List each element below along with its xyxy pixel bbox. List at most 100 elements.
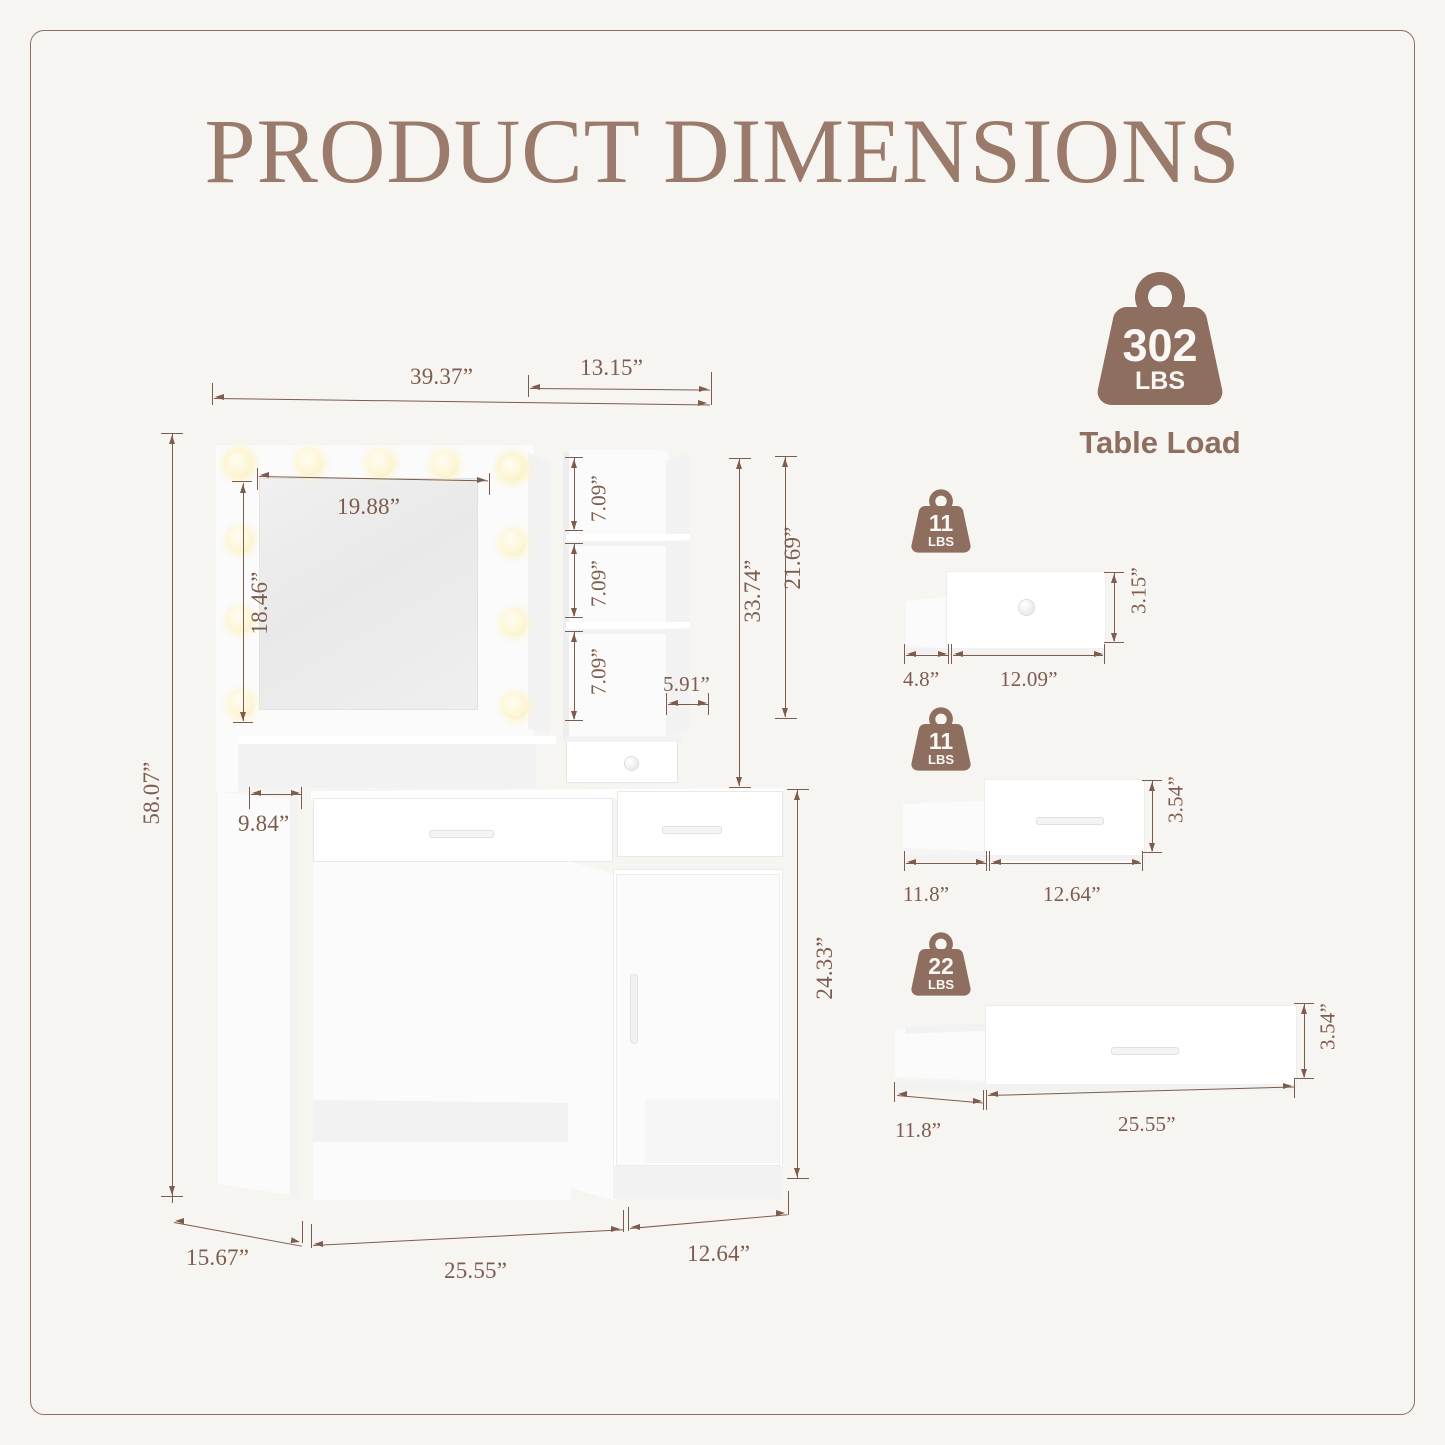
small-drawer-weight-unit: LBS xyxy=(928,534,954,549)
dim-small-drawer-height-tick-top xyxy=(1104,572,1124,573)
dim-shelf-3-tick-top xyxy=(565,631,583,632)
dim-large-drawer-height-tick-bottom xyxy=(1294,1078,1314,1079)
shelf-board-2 xyxy=(566,622,690,631)
dim-top-total-rule xyxy=(213,398,710,406)
dim-side-drawer-depth-arrow-left xyxy=(907,859,916,865)
dim-base-left-tick-left xyxy=(172,1181,173,1203)
dim-large-drawer-depth-arrow-right xyxy=(973,1098,982,1104)
led-bulb-right-3 xyxy=(502,611,527,636)
dim-desk-height-rule xyxy=(797,790,798,1178)
dim-side-panel-tick-left xyxy=(249,787,250,809)
dim-mirror-panel-tick-bottom xyxy=(775,718,797,719)
mirror-glass xyxy=(259,478,478,710)
dim-mirror-height-tick-bottom xyxy=(233,722,253,723)
dim-side-panel-thickness: 9.84” xyxy=(238,811,290,836)
dim-hutch-height-arrow-up xyxy=(736,460,742,469)
dim-base-center-rule xyxy=(312,1229,624,1246)
dim-mirror-height-tick-top xyxy=(232,481,252,482)
dim-large-drawer-height-rule xyxy=(1304,1004,1305,1077)
dim-small-drawer-width-rule xyxy=(953,655,1103,656)
dim-small-drawer-depth-tick-right xyxy=(948,644,949,664)
hutch-small-drawer-knob[interactable] xyxy=(625,757,638,770)
large-drawer-weight-block: 22 LBS xyxy=(903,930,979,997)
shelf-tower-back xyxy=(566,450,670,738)
dim-mirror-width-arrow-left xyxy=(260,472,269,478)
dim-top-right-arrow-right xyxy=(699,386,708,392)
dim-shelf-1-arrow-down xyxy=(571,521,577,530)
cabinet-door-handle[interactable] xyxy=(631,975,637,1043)
small-drawer-side-wall xyxy=(906,597,948,649)
dim-mirror-height-rule xyxy=(243,483,244,721)
dim-top-total-width: 39.37” xyxy=(410,364,474,389)
dim-shelf-2-tick-bottom xyxy=(565,617,583,618)
dim-overall-height: 58.07” xyxy=(139,761,164,825)
table-load-caption: Table Load xyxy=(1079,425,1241,460)
dim-mirror-height: 18.46” xyxy=(247,571,272,635)
dim-large-drawer-width: 25.55” xyxy=(1118,1112,1176,1136)
dim-mirror-panel-arrow-down xyxy=(782,708,788,717)
dim-mirror-panel-rule xyxy=(785,457,786,717)
dim-base-left-tick-right xyxy=(302,1221,303,1243)
dim-side-panel-tick-right xyxy=(301,787,302,809)
desk-drawer-large-handle[interactable] xyxy=(430,831,493,837)
side-drawer-bottom-edge xyxy=(903,855,1145,861)
desk-stretcher-bar xyxy=(313,1100,571,1148)
shelf-tower-side-wall xyxy=(666,452,690,738)
dim-side-drawer-depth-rule xyxy=(906,863,986,864)
led-bulb-right-2 xyxy=(501,531,526,556)
led-bulb-right-1 xyxy=(500,456,525,481)
dim-hutch-height: 33.74” xyxy=(740,559,765,623)
dim-small-drawer-depth: 4.8” xyxy=(903,667,940,691)
dim-hutch-height-arrow-down xyxy=(736,777,742,786)
dim-overall-height-arrow-up xyxy=(169,435,175,444)
dim-shelf-slot-3: 7.09” xyxy=(586,647,611,696)
dim-mirror-panel-height: 21.69” xyxy=(780,526,805,590)
led-bulb-top-3 xyxy=(368,451,394,477)
dim-small-drawer-depth-arrow-left xyxy=(907,651,916,657)
shelf-board-2-front xyxy=(566,629,670,634)
dim-mirror-panel-tick-top xyxy=(775,456,797,457)
table-load-block: 302 LBS Table Load xyxy=(1079,270,1241,460)
dim-mirror-height-arrow-down xyxy=(240,712,246,721)
dim-shelf-depth-arrow-left xyxy=(669,700,678,706)
led-bulb-right-4 xyxy=(503,694,528,719)
dim-small-drawer-width-tick-right xyxy=(1104,644,1105,664)
dim-large-drawer-depth-rule xyxy=(896,1095,983,1104)
dim-desk-height-tick-top xyxy=(787,789,809,790)
dim-shelf-depth-rule xyxy=(668,704,708,705)
large-drawer-handle[interactable] xyxy=(1112,1048,1178,1054)
dim-shelf-2-arrow-down xyxy=(571,608,577,617)
dim-side-drawer-height-arrow-down xyxy=(1149,843,1155,852)
dim-side-drawer-width-arrow-left xyxy=(992,859,1001,865)
dim-mirror-panel-arrow-up xyxy=(782,458,788,467)
led-bulb-left-3 xyxy=(228,608,253,633)
desk-center-divider xyxy=(568,861,616,1201)
dim-mirror-width-tick-left xyxy=(257,468,258,490)
dim-hutch-height-tick-bottom xyxy=(729,787,751,788)
dim-large-drawer-width-tick-left xyxy=(986,1090,987,1110)
shelf-tower-left-divider xyxy=(563,452,569,738)
dim-shelf-3-tick-bottom xyxy=(565,720,583,721)
dim-large-drawer-height-arrow-down xyxy=(1301,1069,1307,1078)
dim-large-drawer-height-arrow-up xyxy=(1301,1005,1307,1014)
shelf-board-1 xyxy=(566,534,690,543)
side-drawer-weight-value: 11 xyxy=(928,728,954,754)
small-drawer-knob[interactable] xyxy=(1019,600,1034,615)
dim-side-panel-rule xyxy=(251,794,301,795)
dim-hutch-height-tick-top xyxy=(729,458,751,459)
dim-small-drawer-width-tick-left xyxy=(951,644,952,664)
desk-drawer-small-face xyxy=(617,791,783,857)
dim-shelf-1-rule xyxy=(574,458,575,529)
dim-top-right-arrow-left xyxy=(531,384,540,390)
dim-top-right-tick-right xyxy=(711,372,712,396)
side-drawer-handle[interactable] xyxy=(1037,818,1103,824)
mirror-panel-right-edge xyxy=(528,452,550,734)
dim-large-drawer-depth-tick-right xyxy=(983,1090,984,1110)
desk-drawer-small-handle[interactable] xyxy=(663,827,721,833)
dim-side-drawer-height-tick-top xyxy=(1142,780,1162,781)
dim-base-left-rule xyxy=(173,1222,302,1247)
dim-small-drawer-width-arrow-right xyxy=(1094,651,1103,657)
dim-large-drawer-width-arrow-right xyxy=(1283,1083,1292,1089)
dim-base-right-tick-right xyxy=(788,1191,789,1215)
